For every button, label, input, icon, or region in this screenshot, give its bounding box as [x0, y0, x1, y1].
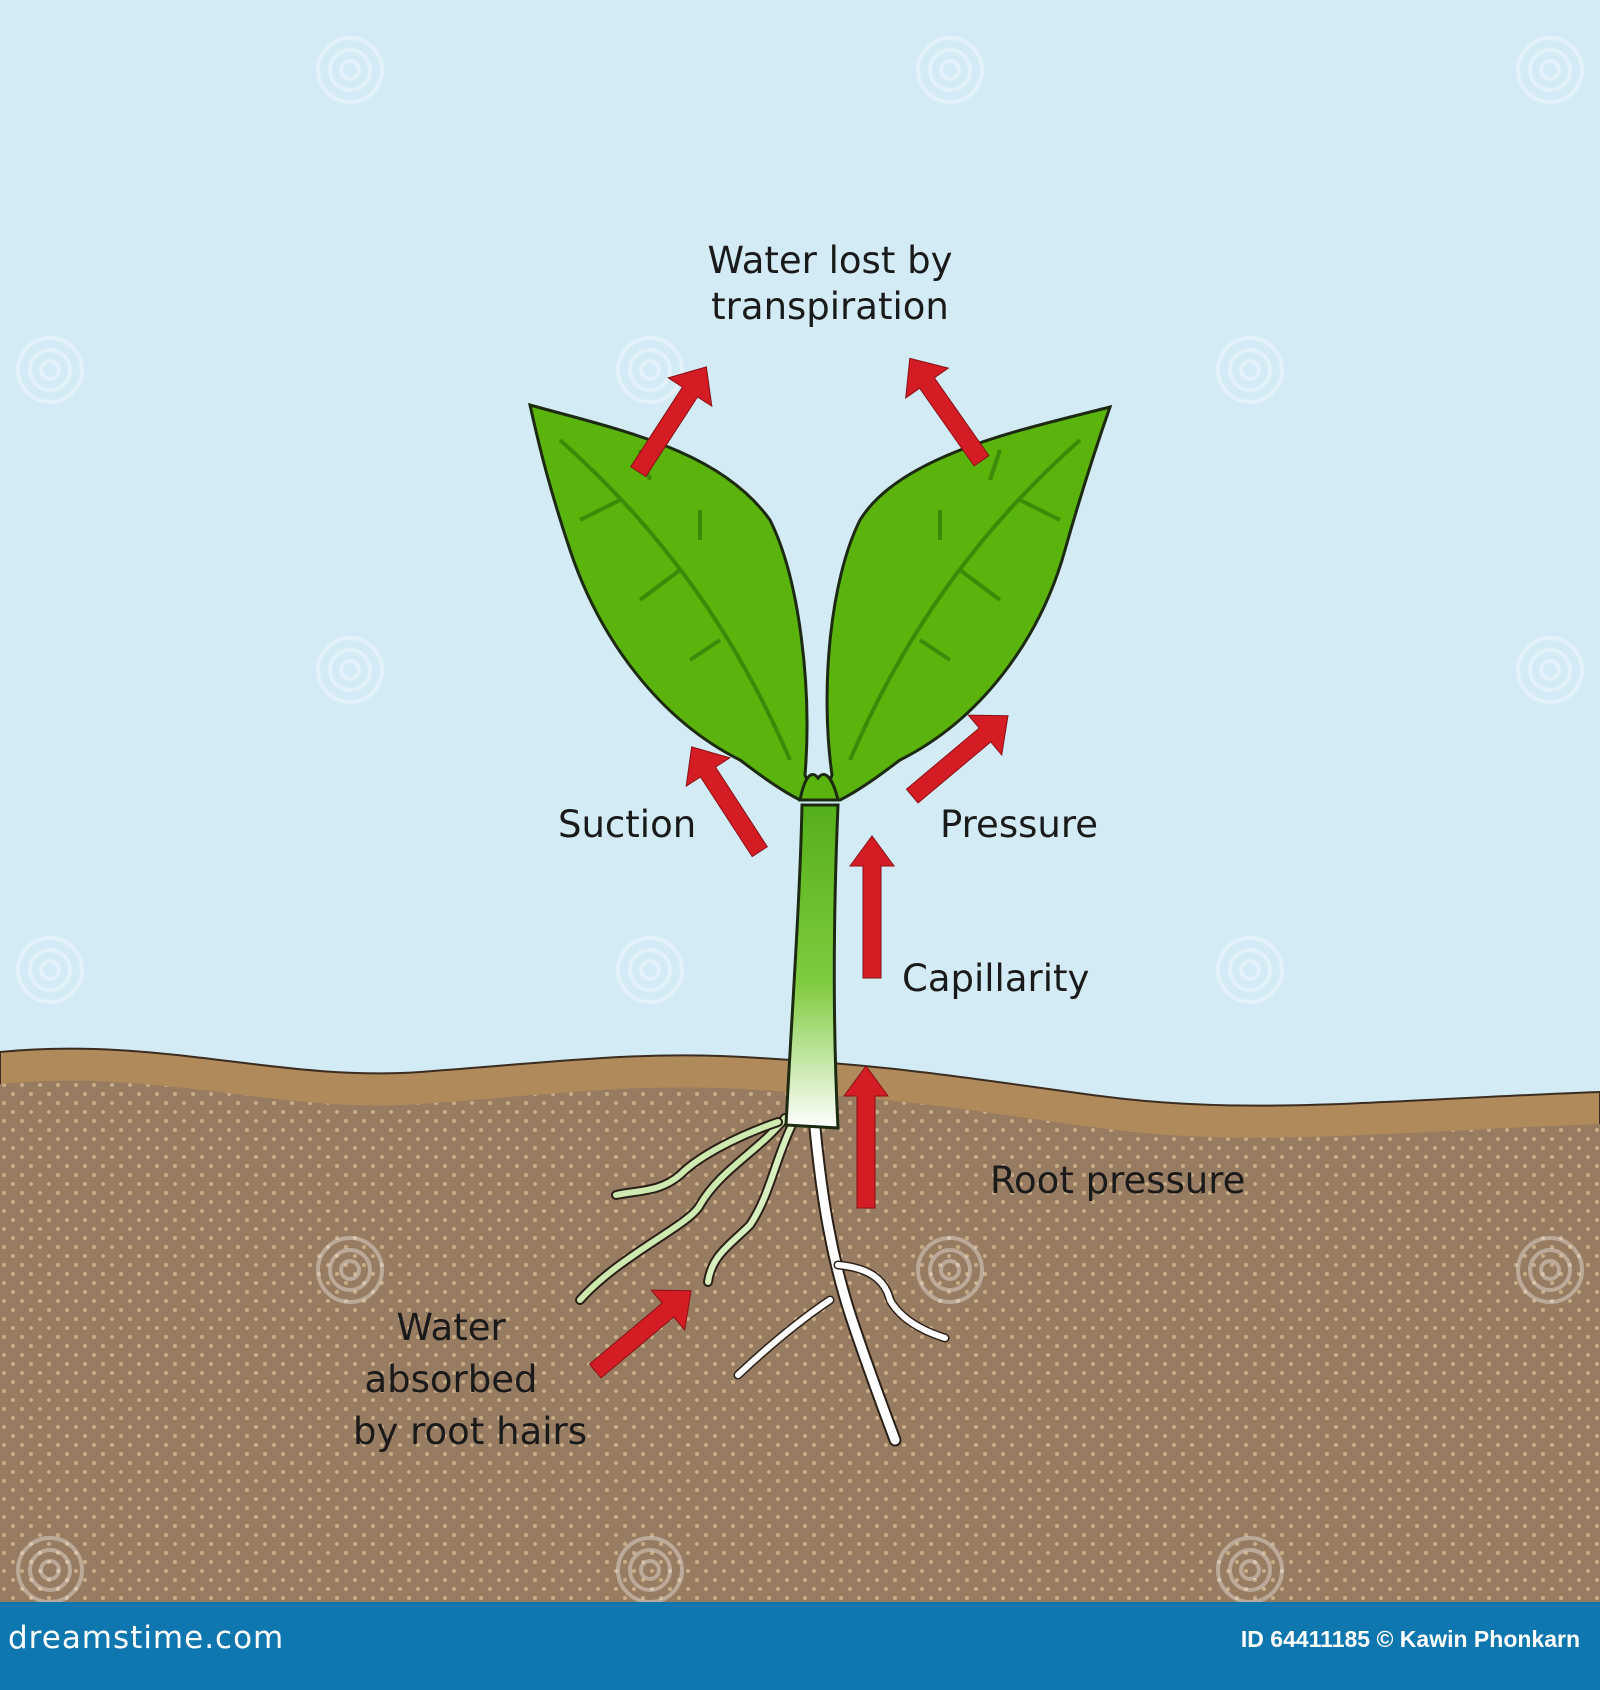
- shoot-bud: [798, 773, 840, 802]
- arrow-suction: [685, 746, 768, 858]
- arrow-root-pressure: [843, 1065, 889, 1209]
- suction-label: Suction: [558, 803, 697, 846]
- watermark-footer: dreamstime.com ID 64411185 © Kawin Phonk…: [0, 1602, 1600, 1690]
- stem: [784, 803, 840, 1130]
- root-pressure-label: Root pressure: [990, 1159, 1246, 1202]
- absorbed-label: Water absorbed by root hairs: [345, 1302, 595, 1458]
- image-credit: ID 64411185 © Kawin Phonkarn: [1240, 1626, 1580, 1652]
- arrow-pressure: [905, 714, 1009, 804]
- transpiration-label-line2: transpiration: [711, 285, 949, 328]
- brand-text: dreamstime.com: [8, 1620, 285, 1656]
- pressure-label: Pressure: [940, 803, 1098, 846]
- arrow-absorption: [588, 1289, 692, 1379]
- transpiration-label-line1: Water lost by: [707, 239, 953, 282]
- left-leaf: [527, 402, 811, 802]
- absorbed-label-line3: by root hairs: [353, 1410, 587, 1453]
- capillarity-label: Capillarity: [902, 957, 1090, 1000]
- absorbed-label-line2: absorbed: [364, 1358, 538, 1401]
- arrow-capillarity: [849, 835, 895, 979]
- arrow-transpiration-left: [630, 366, 713, 478]
- roots: [575, 1113, 950, 1447]
- transpiration-label: Water lost by transpiration: [700, 238, 960, 330]
- absorbed-label-line1: Water: [396, 1306, 506, 1349]
- flow-arrows: [588, 357, 1009, 1379]
- arrow-transpiration-right: [905, 357, 990, 467]
